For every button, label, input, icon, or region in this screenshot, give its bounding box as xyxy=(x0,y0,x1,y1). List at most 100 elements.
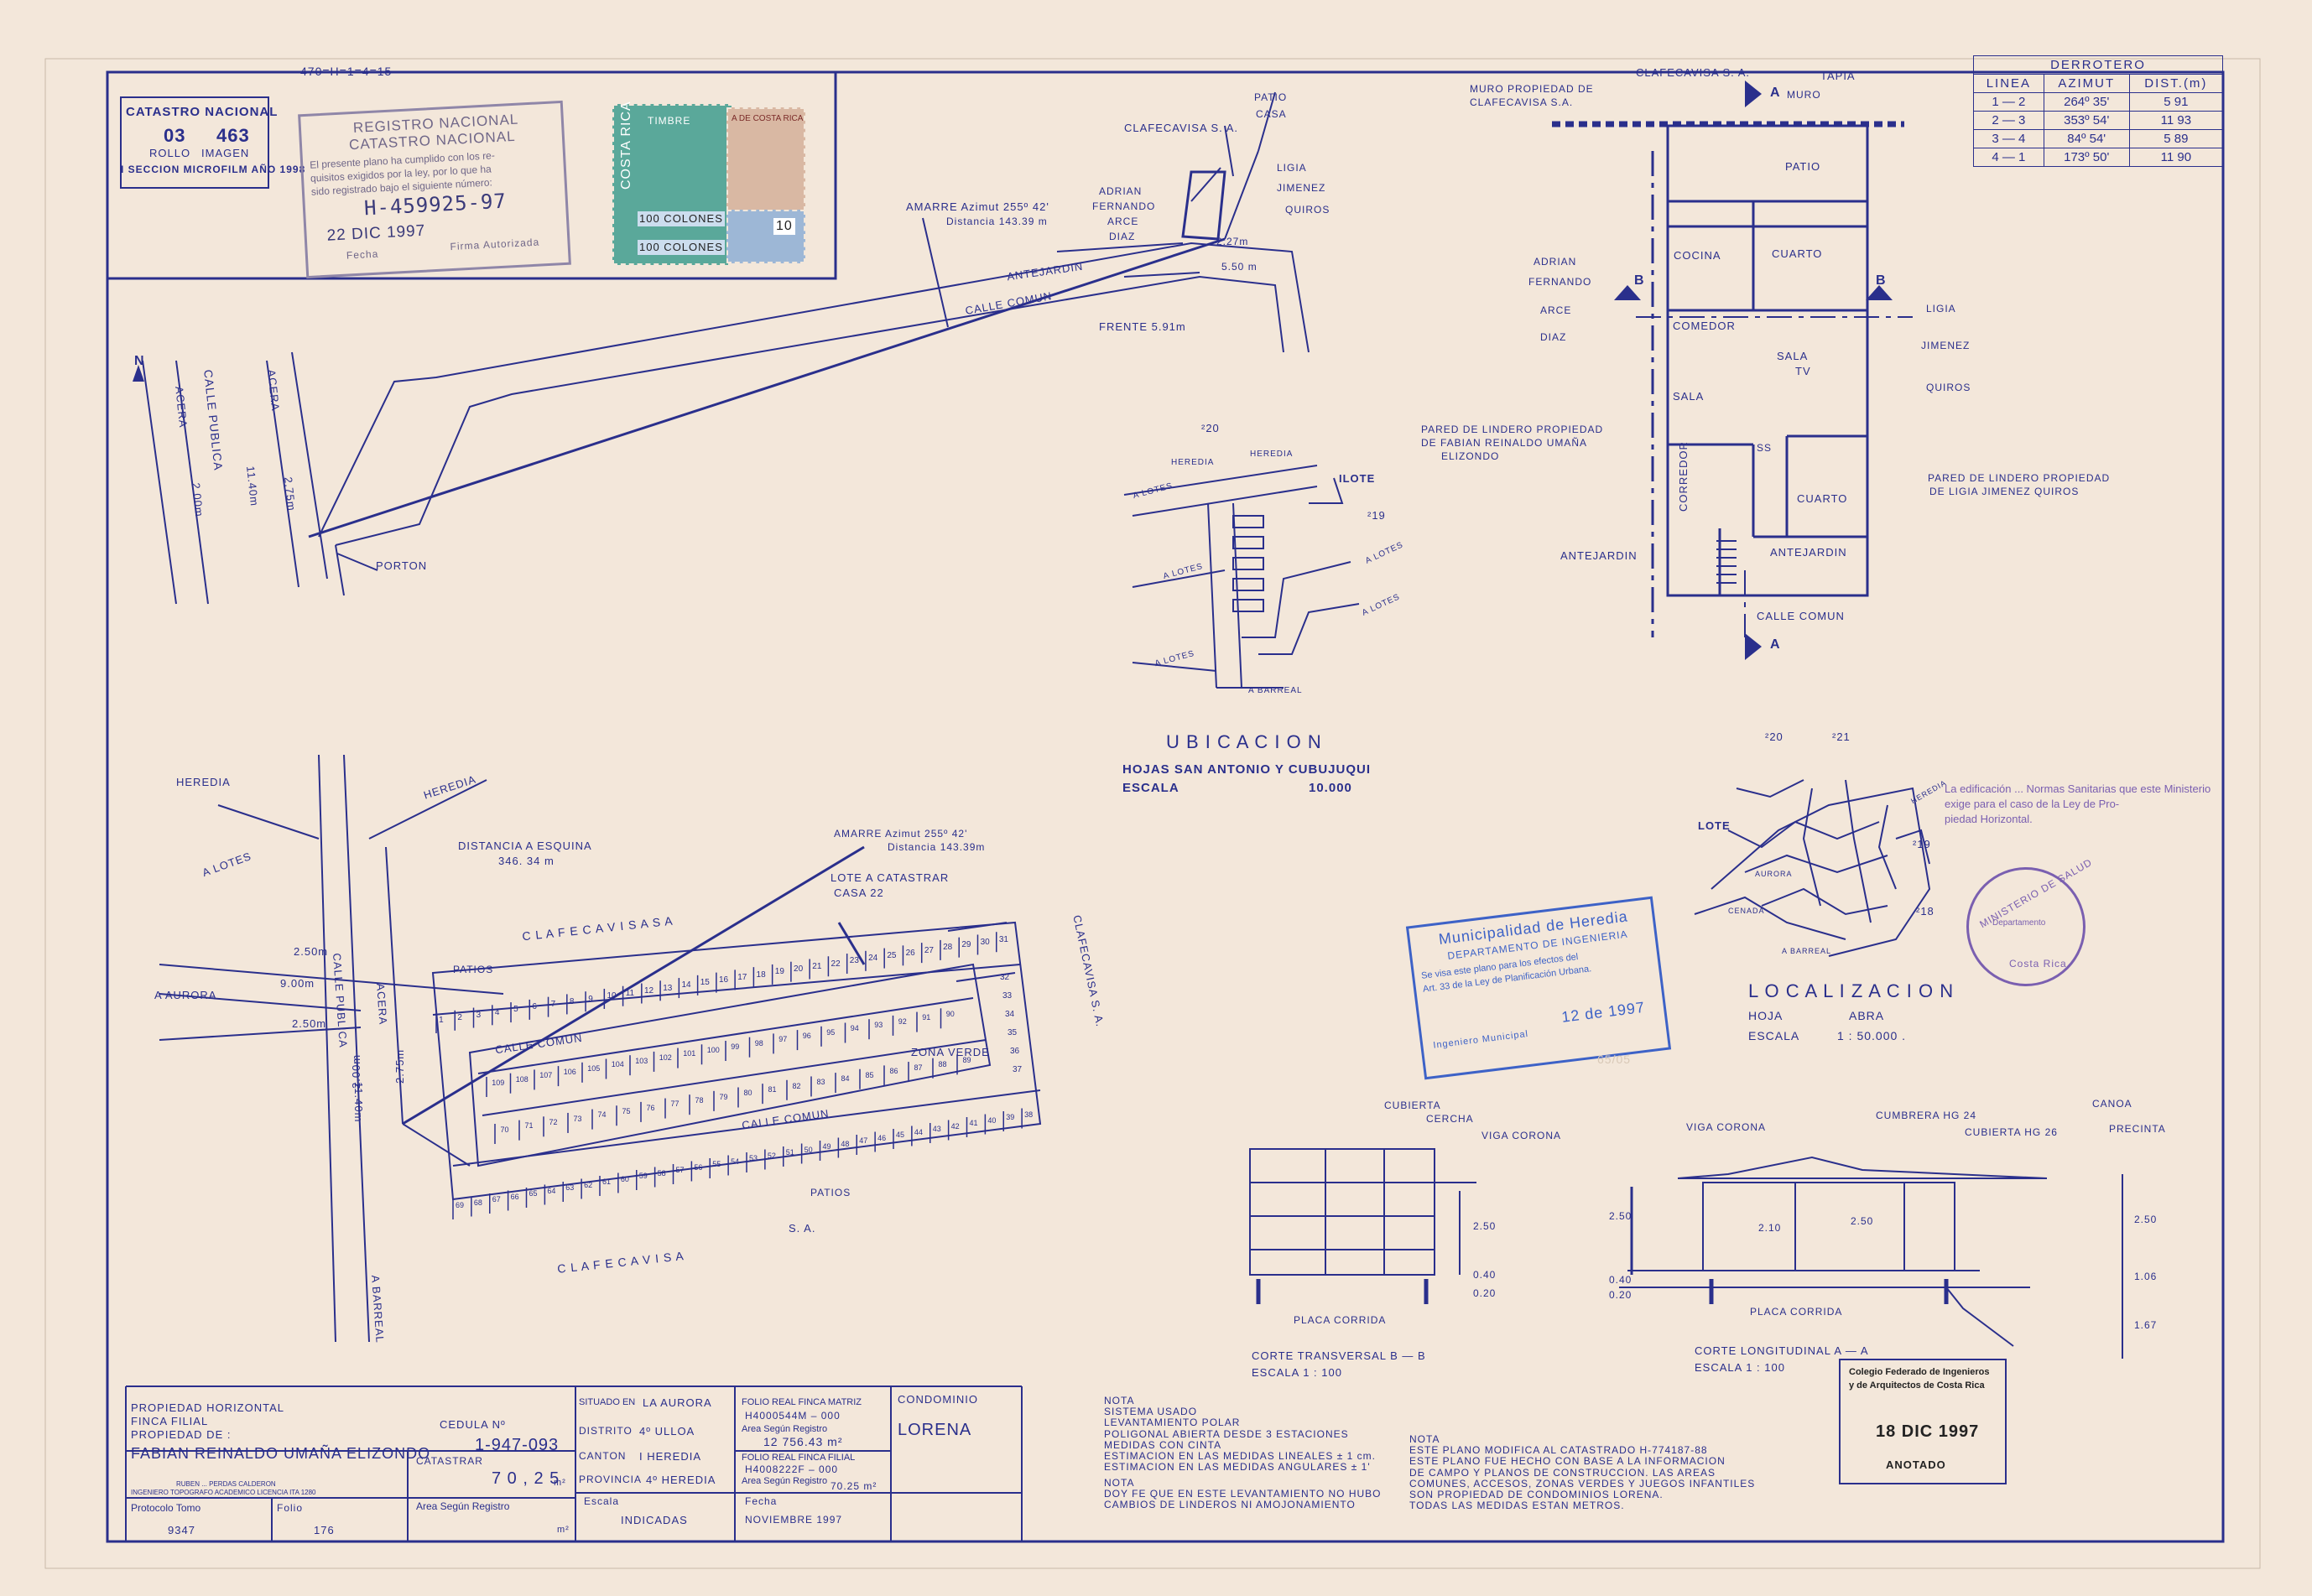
fp-adrian-1: ADRIAN xyxy=(1534,256,1577,268)
cell: 353º 54' xyxy=(2043,111,2130,130)
fecha-label: Fecha xyxy=(346,247,379,262)
derrotero-title: DERROTERO xyxy=(1973,55,2223,75)
nota-line: NOTA xyxy=(1104,1395,1135,1406)
lot-number: 89 xyxy=(962,1056,971,1065)
fp-pared1a: PARED DE LINDERO PROPIEDAD xyxy=(1421,424,1604,435)
lot-number: 33 xyxy=(1002,991,1013,1001)
lot-number: 71 xyxy=(524,1121,534,1131)
ubicacion-map xyxy=(1123,465,1360,689)
ubicacion-heredia-2: HEREDIA xyxy=(1250,450,1294,459)
lot-number: 17 xyxy=(737,972,747,982)
lot-number: 76 xyxy=(646,1103,655,1112)
ministerio-salud-seal: MINISTERIO DE SALUD Departamento Costa R… xyxy=(1966,856,2094,986)
nota-line: POLIGONAL ABIERTA DESDE 3 ESTACIONES xyxy=(1104,1427,1349,1440)
fp-section-a-bottom: A xyxy=(1770,637,1781,652)
dim-5-50: 5.50 m xyxy=(1221,261,1258,273)
sec-placa-2: PLACA CORRIDA xyxy=(1750,1306,1843,1318)
rollo-label: ROLLO xyxy=(149,147,191,159)
stamp-small-value: 10 xyxy=(773,218,795,235)
tb-tomo: 9347 xyxy=(168,1524,195,1536)
lot-number: 61 xyxy=(601,1178,611,1187)
sec-r106: 1.06 xyxy=(2134,1271,2158,1282)
lot-number: 102 xyxy=(659,1053,672,1062)
tb-folio-filial-val: H4008222F – 000 xyxy=(745,1463,839,1475)
lot-number: 40 xyxy=(987,1115,997,1125)
fp-muro-prop-2: CLAFECAVISA S.A. xyxy=(1470,96,1574,108)
lot-number: 45 xyxy=(895,1131,904,1140)
tb-fecha: Fecha xyxy=(745,1495,778,1507)
condo-w3: 2.50m xyxy=(292,1017,327,1030)
sec-cumbrera: CUMBRERA HG 24 xyxy=(1876,1110,1977,1121)
localizacion-z21: ²21 xyxy=(1832,730,1851,743)
lot-number: 63 xyxy=(565,1183,575,1193)
lot-number: 99 xyxy=(731,1042,740,1051)
fp-adrian-2: FERNANDO xyxy=(1528,276,1592,288)
upper-site-plan xyxy=(142,91,1310,605)
localizacion-z18: ²18 xyxy=(1916,905,1934,918)
lot-number: 8 xyxy=(569,996,575,1006)
tb-distrito: DISTRITO xyxy=(579,1425,633,1437)
tb-cedula: 1-947-093 xyxy=(475,1436,560,1454)
localizacion-aurora: AURORA xyxy=(1755,870,1793,878)
nota-line: DE CAMPO Y PLANOS DE CONSTRUCCION. LAS A… xyxy=(1409,1466,1716,1479)
lot-number: 97 xyxy=(778,1035,788,1044)
cell: 5 89 xyxy=(2128,129,2224,148)
north-arrow xyxy=(133,365,144,382)
ubicacion-escala: ESCALA xyxy=(1122,781,1179,795)
tb-prop-horizontal: PROPIEDAD HORIZONTAL xyxy=(131,1401,285,1414)
lot-number: 24 xyxy=(868,954,878,964)
fp-antejardin-2: ANTEJARDIN xyxy=(1770,546,1847,559)
sec-cercha: CERCHA xyxy=(1426,1113,1474,1125)
sec-corte-bb: CORTE TRANSVERSAL B — B xyxy=(1252,1349,1426,1362)
tb-folio: Folio xyxy=(277,1502,304,1514)
condo-w1: 2.50m xyxy=(294,945,329,958)
colegio-date: 18 DIC 1997 xyxy=(1876,1422,1980,1441)
tb-situado-val: LA AURORA xyxy=(643,1396,712,1409)
sec-250: 2.50 xyxy=(1473,1220,1497,1232)
lot-number: 15 xyxy=(700,978,710,988)
lot-number: 7 xyxy=(550,1000,556,1010)
lot-number: 83 xyxy=(816,1078,825,1087)
cell: 4 — 1 xyxy=(1973,148,2044,167)
lot-number: 103 xyxy=(635,1057,648,1066)
fp-cuarto-1: CUARTO xyxy=(1772,247,1823,260)
condo-amarre: AMARRE Azimut 255º 42' xyxy=(834,828,968,840)
stamp-cr-text: A DE COSTA RICA xyxy=(732,114,804,123)
revenue-stamp-red: A DE COSTA RICA xyxy=(726,107,805,211)
sec-l210: 2.10 xyxy=(1758,1222,1782,1234)
tb-area-unit: m² xyxy=(554,1478,566,1488)
condo-w6: 2.75m xyxy=(393,1048,406,1084)
sec-020: 0.20 xyxy=(1473,1287,1497,1299)
lot-number: 12 xyxy=(643,985,654,996)
ligia-1: LIGIA xyxy=(1277,162,1307,174)
tb-canton: CANTON xyxy=(579,1450,627,1462)
municipalidad-stamp: Municipalidad de Heredia DEPARTAMENTO DE… xyxy=(1405,896,1672,1080)
fp-cocina: COCINA xyxy=(1674,249,1721,262)
lot-number: 94 xyxy=(850,1024,859,1033)
section-aa xyxy=(1619,1156,2123,1359)
condo-acera: ACERA xyxy=(374,982,390,1026)
sec-viga-corona-2: VIGA CORONA xyxy=(1686,1121,1767,1133)
fp-tv: TV xyxy=(1795,365,1811,377)
lot-number: 77 xyxy=(670,1100,680,1109)
fp-clafecavisa: CLAFECAVISA S. A. xyxy=(1636,66,1750,79)
lot-number: 81 xyxy=(768,1084,777,1094)
localizacion-z20: ²20 xyxy=(1765,730,1783,743)
lot-number: 62 xyxy=(584,1180,593,1189)
imagen-number: 463 xyxy=(216,125,250,146)
dim-2-27: 2.27m xyxy=(1216,236,1249,247)
sec-corte-aa: CORTE LONGITUDINAL A — A xyxy=(1695,1344,1869,1357)
lot-number: 39 xyxy=(1006,1113,1015,1122)
nota-line: SISTEMA USADO xyxy=(1104,1406,1198,1418)
lot-number: 70 xyxy=(500,1125,509,1134)
lot-number: 56 xyxy=(694,1162,703,1172)
lot-number: 88 xyxy=(938,1059,947,1068)
lot-number: 90 xyxy=(945,1010,955,1019)
tb-area-reg-1: Area Según Registro xyxy=(742,1424,828,1434)
stairs xyxy=(1716,540,1737,584)
sec-l250a: 2.50 xyxy=(1609,1210,1632,1222)
lot-number: 87 xyxy=(914,1063,923,1072)
